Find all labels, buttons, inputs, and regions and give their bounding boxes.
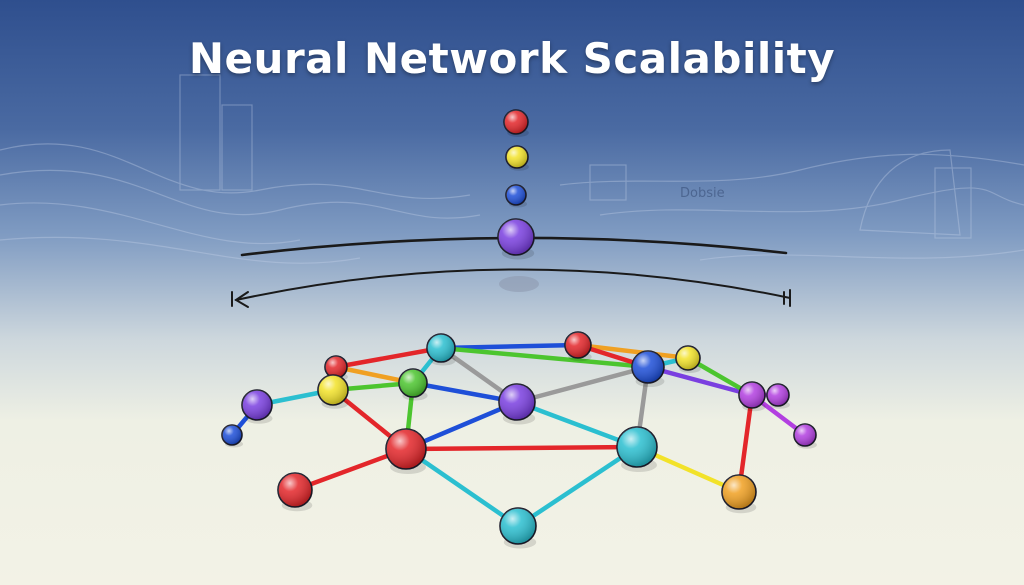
network-node-n12: [675, 345, 701, 373]
network-node-n9: [385, 428, 427, 474]
page-title: Neural Network Scalability: [188, 34, 836, 83]
edge-n10-n16: [515, 444, 640, 529]
edge-n5-n8: [438, 342, 581, 351]
stack-node-s3: [505, 184, 527, 208]
stack-node-s4: [497, 218, 535, 260]
edge-n9-n10: [403, 446, 521, 529]
lower-arc: [235, 268, 791, 301]
edge-n5-n11: [438, 345, 651, 370]
network-node-n4: [317, 374, 349, 409]
network-node-n18: [721, 474, 757, 514]
nodes-layer: [221, 331, 817, 549]
edge-n9-n16: [403, 444, 640, 452]
edges-layer: [229, 342, 808, 529]
edge-n7-n16: [514, 399, 640, 450]
background-scenery: [0, 74, 1024, 264]
network-node-n17: [277, 472, 313, 512]
stack-layer: [497, 109, 535, 260]
left-arrow-head: [234, 291, 249, 308]
network-node-n7: [498, 383, 536, 425]
edge-n8-n12: [575, 342, 691, 361]
network-node-n5: [426, 333, 456, 366]
network-node-n8: [564, 331, 592, 362]
network-node-n14: [766, 383, 790, 409]
stack-node-s2: [505, 145, 529, 171]
stack-shadow: [499, 276, 539, 292]
network-node-n13: [738, 381, 766, 412]
network-node-n15: [793, 423, 817, 449]
background-label: Dobsie: [680, 186, 725, 201]
edge-n7-n11: [514, 364, 651, 405]
edge-n3-n5: [333, 345, 444, 370]
network-node-n16: [616, 426, 658, 472]
network-node-n11: [631, 350, 665, 387]
edge-n11-n13: [645, 364, 755, 398]
network-node-n6: [398, 368, 428, 401]
network-node-n1: [221, 424, 243, 448]
stack-node-s1: [503, 109, 529, 137]
network-node-n2: [241, 389, 273, 424]
network-node-n10: [499, 507, 537, 549]
